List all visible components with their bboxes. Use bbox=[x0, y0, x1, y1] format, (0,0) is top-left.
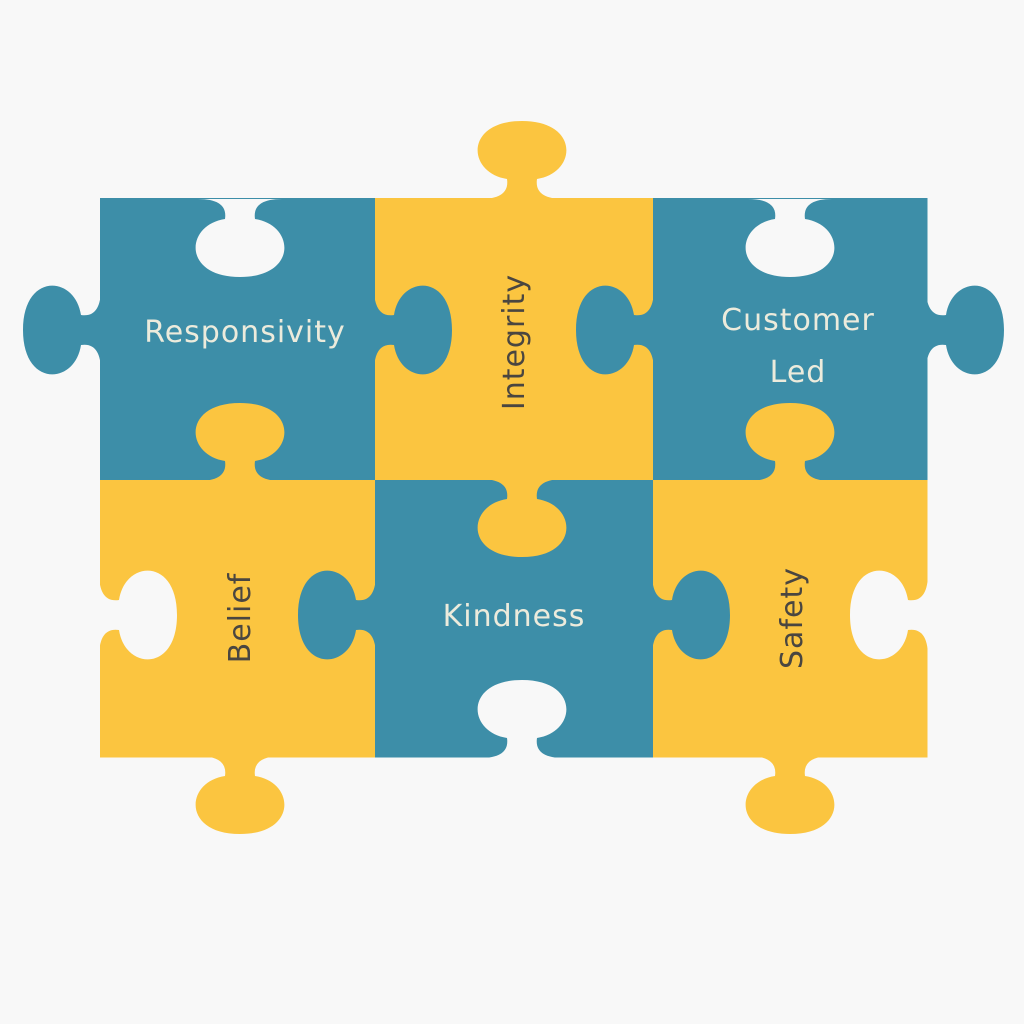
puzzle-socket bbox=[477, 680, 567, 758]
piece-label-responsivity: Responsivity bbox=[144, 315, 346, 350]
piece-label-customer: Customer bbox=[721, 303, 875, 338]
piece-label-safety: Safety bbox=[775, 567, 810, 669]
puzzle-tab bbox=[195, 403, 285, 481]
puzzle-tab bbox=[652, 570, 730, 660]
piece-label-belief: Belief bbox=[223, 572, 258, 663]
puzzle-socket bbox=[195, 199, 285, 277]
puzzle-tab bbox=[745, 756, 835, 834]
puzzle-socket bbox=[99, 570, 177, 660]
puzzle-tab bbox=[195, 756, 285, 834]
piece-label-integrity: Integrity bbox=[497, 274, 532, 410]
puzzle-tab bbox=[477, 479, 567, 557]
puzzle-tab bbox=[298, 570, 376, 660]
puzzle-tab bbox=[745, 403, 835, 481]
piece-label-led: Led bbox=[770, 355, 827, 390]
puzzle-tab bbox=[477, 121, 567, 199]
puzzle-tab bbox=[23, 285, 101, 375]
puzzle-socket bbox=[850, 570, 928, 660]
puzzle-tab bbox=[926, 285, 1004, 375]
piece-label-kindness: Kindness bbox=[443, 599, 586, 634]
puzzle-tab bbox=[374, 285, 452, 375]
puzzle-socket bbox=[745, 199, 835, 277]
puzzle-tab bbox=[576, 285, 654, 375]
